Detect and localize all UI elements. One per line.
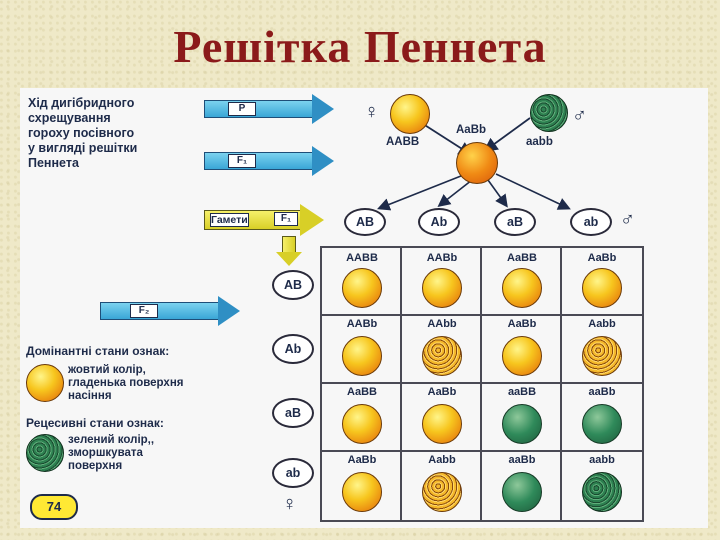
cell-genotype: AaBb	[507, 318, 537, 330]
arrow-gametes: Гамети F₁	[204, 204, 324, 236]
cell-genotype: aaBb	[508, 454, 536, 466]
cell-genotype: aaBB	[507, 386, 537, 398]
female-gamete-3: aB	[272, 398, 314, 428]
female-symbol: ♀	[364, 101, 379, 123]
cell-pea	[342, 336, 382, 376]
tag-f1: F₁	[228, 154, 256, 168]
diagram-panel: Хід дигібридного схрещування гороху посі…	[20, 88, 708, 528]
cell-genotype: AaBb	[587, 252, 617, 264]
page-title: Решітка Пеннета	[173, 21, 547, 72]
cell-pea	[502, 268, 542, 308]
male-gamete-ab-4: ab	[570, 208, 612, 236]
male-gamete-ab-1: AB	[344, 208, 386, 236]
cell-pea	[422, 404, 462, 444]
cell-pea	[582, 268, 622, 308]
cell-pea	[342, 268, 382, 308]
cell-genotype: aabb	[589, 454, 615, 466]
cell-genotype: aaBb	[588, 386, 616, 398]
male-symbol: ♂	[572, 105, 587, 127]
cell-pea	[502, 336, 542, 376]
dominant-pea	[26, 364, 64, 402]
parent-female-pea	[390, 94, 430, 134]
arrow-f1: F₁	[204, 146, 334, 176]
cell-genotype: AABb	[346, 318, 378, 330]
female-gamete-1: AB	[272, 270, 314, 300]
arrow-f2: F₂	[100, 296, 240, 326]
cell-genotype: Aabb	[588, 318, 616, 330]
cell-pea	[582, 336, 622, 376]
dominant-description: жовтий колір, гладенька поверхня насіння	[68, 364, 184, 402]
cell-pea	[422, 268, 462, 308]
male-gametes-symbol: ♂	[620, 209, 635, 231]
tag-f2: F₂	[130, 304, 158, 318]
punnett-grid: AABB AABb AaBB AaBb AABb AAbb AaBb Aabb …	[320, 246, 644, 522]
cell-genotype: AaBb	[347, 454, 377, 466]
cell-genotype: AABb	[426, 252, 458, 264]
cell-pea	[422, 336, 462, 376]
cell-genotype: AaBB	[347, 386, 377, 398]
cell-genotype: Aabb	[428, 454, 456, 466]
recessive-title: Рецесивні стани ознак:	[26, 416, 164, 430]
tag-p: P	[228, 102, 256, 116]
dominant-title: Домінантні стани ознак:	[26, 344, 170, 358]
cell-pea	[582, 472, 622, 512]
cell-pea	[502, 472, 542, 512]
female-gamete-2: Ab	[272, 334, 314, 364]
arrow-p: P	[204, 94, 334, 124]
cell-pea	[342, 404, 382, 444]
parent-male-genotype: aabb	[526, 136, 553, 148]
cell-genotype: AaBB	[507, 252, 537, 264]
recessive-pea	[26, 434, 64, 472]
male-gamete-ab-3: aB	[494, 208, 536, 236]
hybrid-genotype: AaBb	[456, 124, 487, 136]
parent-male-pea	[530, 94, 568, 132]
cell-genotype: AABB	[346, 252, 378, 264]
female-gamete-4: ab	[272, 458, 314, 488]
hybrid-pea	[456, 142, 498, 184]
cell-pea	[342, 472, 382, 512]
cell-pea	[582, 404, 622, 444]
cell-pea	[422, 472, 462, 512]
cell-genotype: AAbb	[427, 318, 457, 330]
female-gametes-symbol: ♀	[282, 493, 297, 515]
cell-pea	[502, 404, 542, 444]
recessive-description: зелений колір,, зморшкувата поверхня	[68, 434, 155, 472]
male-gamete-ab-2: Ab	[418, 208, 460, 236]
arrow-down	[276, 236, 302, 266]
page-number-badge: 74	[30, 494, 78, 520]
cell-genotype: AaBb	[427, 386, 457, 398]
intro-text: Хід дигібридного схрещування гороху посі…	[28, 96, 138, 170]
parent-female-genotype: AABB	[386, 136, 420, 148]
